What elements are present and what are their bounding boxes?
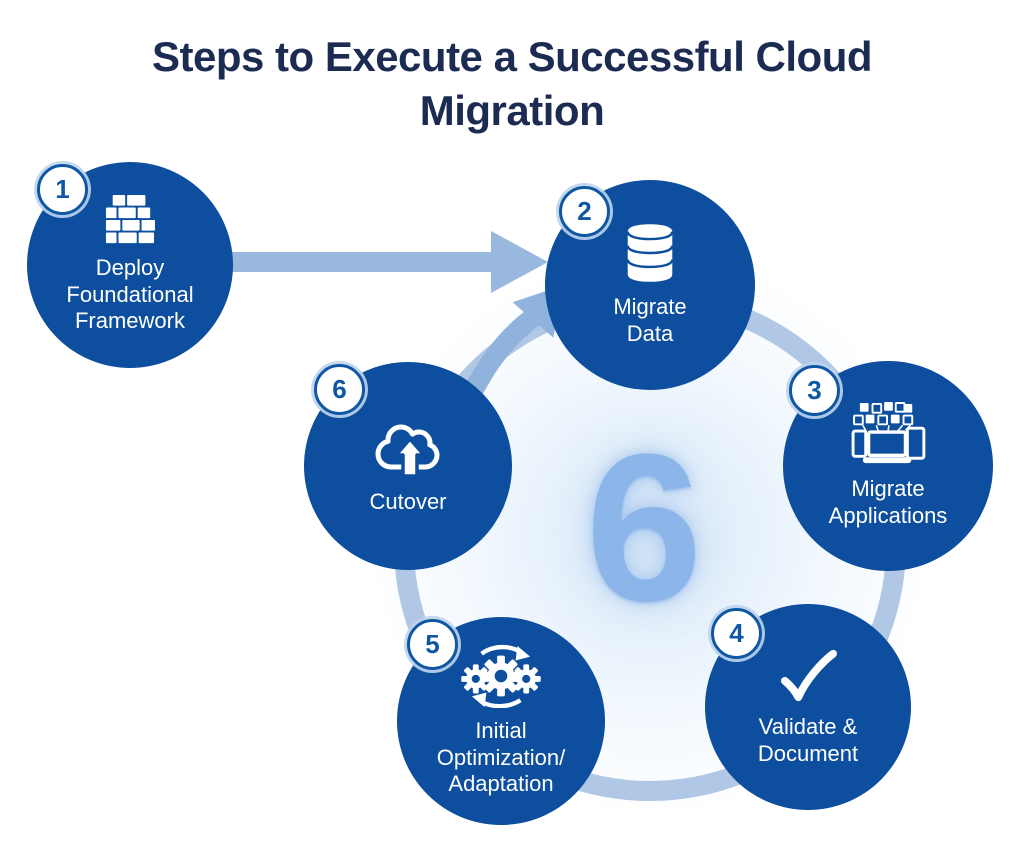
brick-wall-icon: [99, 194, 161, 245]
step-6-badge: 6: [314, 364, 365, 415]
cloud-upload-icon: [371, 417, 445, 479]
step-6-circle: 6 Cutover: [304, 362, 512, 570]
step-3-label: Migrate Applications: [828, 476, 948, 528]
step-1-label: Deploy Foundational Framework: [66, 254, 194, 334]
step-3-badge: 3: [789, 365, 840, 416]
checkmark-icon: [773, 646, 843, 704]
gears-sync-icon: [459, 644, 543, 708]
step-5-circle: 5: [397, 617, 605, 825]
step-2-label: Migrate Data: [613, 294, 687, 346]
step-1-number: 1: [55, 174, 70, 204]
center-step-count: 6: [585, 410, 703, 645]
step-5-label: Initial Optimization/ Adaptation: [436, 717, 566, 797]
step-3-circle: 3 Migrate A: [783, 361, 993, 571]
step-6-label: Cutover: [369, 488, 447, 514]
step-4-badge: 4: [711, 608, 762, 659]
step-2-circle: 2 Migrate Data: [545, 180, 755, 390]
step1-to-step2-arrow-icon: [231, 231, 548, 293]
step-4-number: 4: [729, 618, 744, 648]
page-title: Steps to Execute a Successful Cloud Migr…: [151, 33, 873, 134]
step-1-badge: 1: [37, 164, 88, 215]
step-5-number: 5: [425, 629, 440, 659]
step-5-badge: 5: [407, 619, 458, 670]
step-4-circle: 4 Validate & Document: [705, 604, 911, 810]
step-3-number: 3: [807, 375, 822, 405]
database-icon: [624, 222, 676, 284]
step-2-number: 2: [577, 196, 592, 226]
step-4-label: Validate & Document: [757, 714, 859, 766]
step-1-circle: 1 Deploy Foundational Framework: [27, 162, 233, 368]
step-2-badge: 2: [559, 186, 610, 237]
devices-apps-icon: [848, 402, 928, 466]
step-6-number: 6: [332, 374, 347, 404]
